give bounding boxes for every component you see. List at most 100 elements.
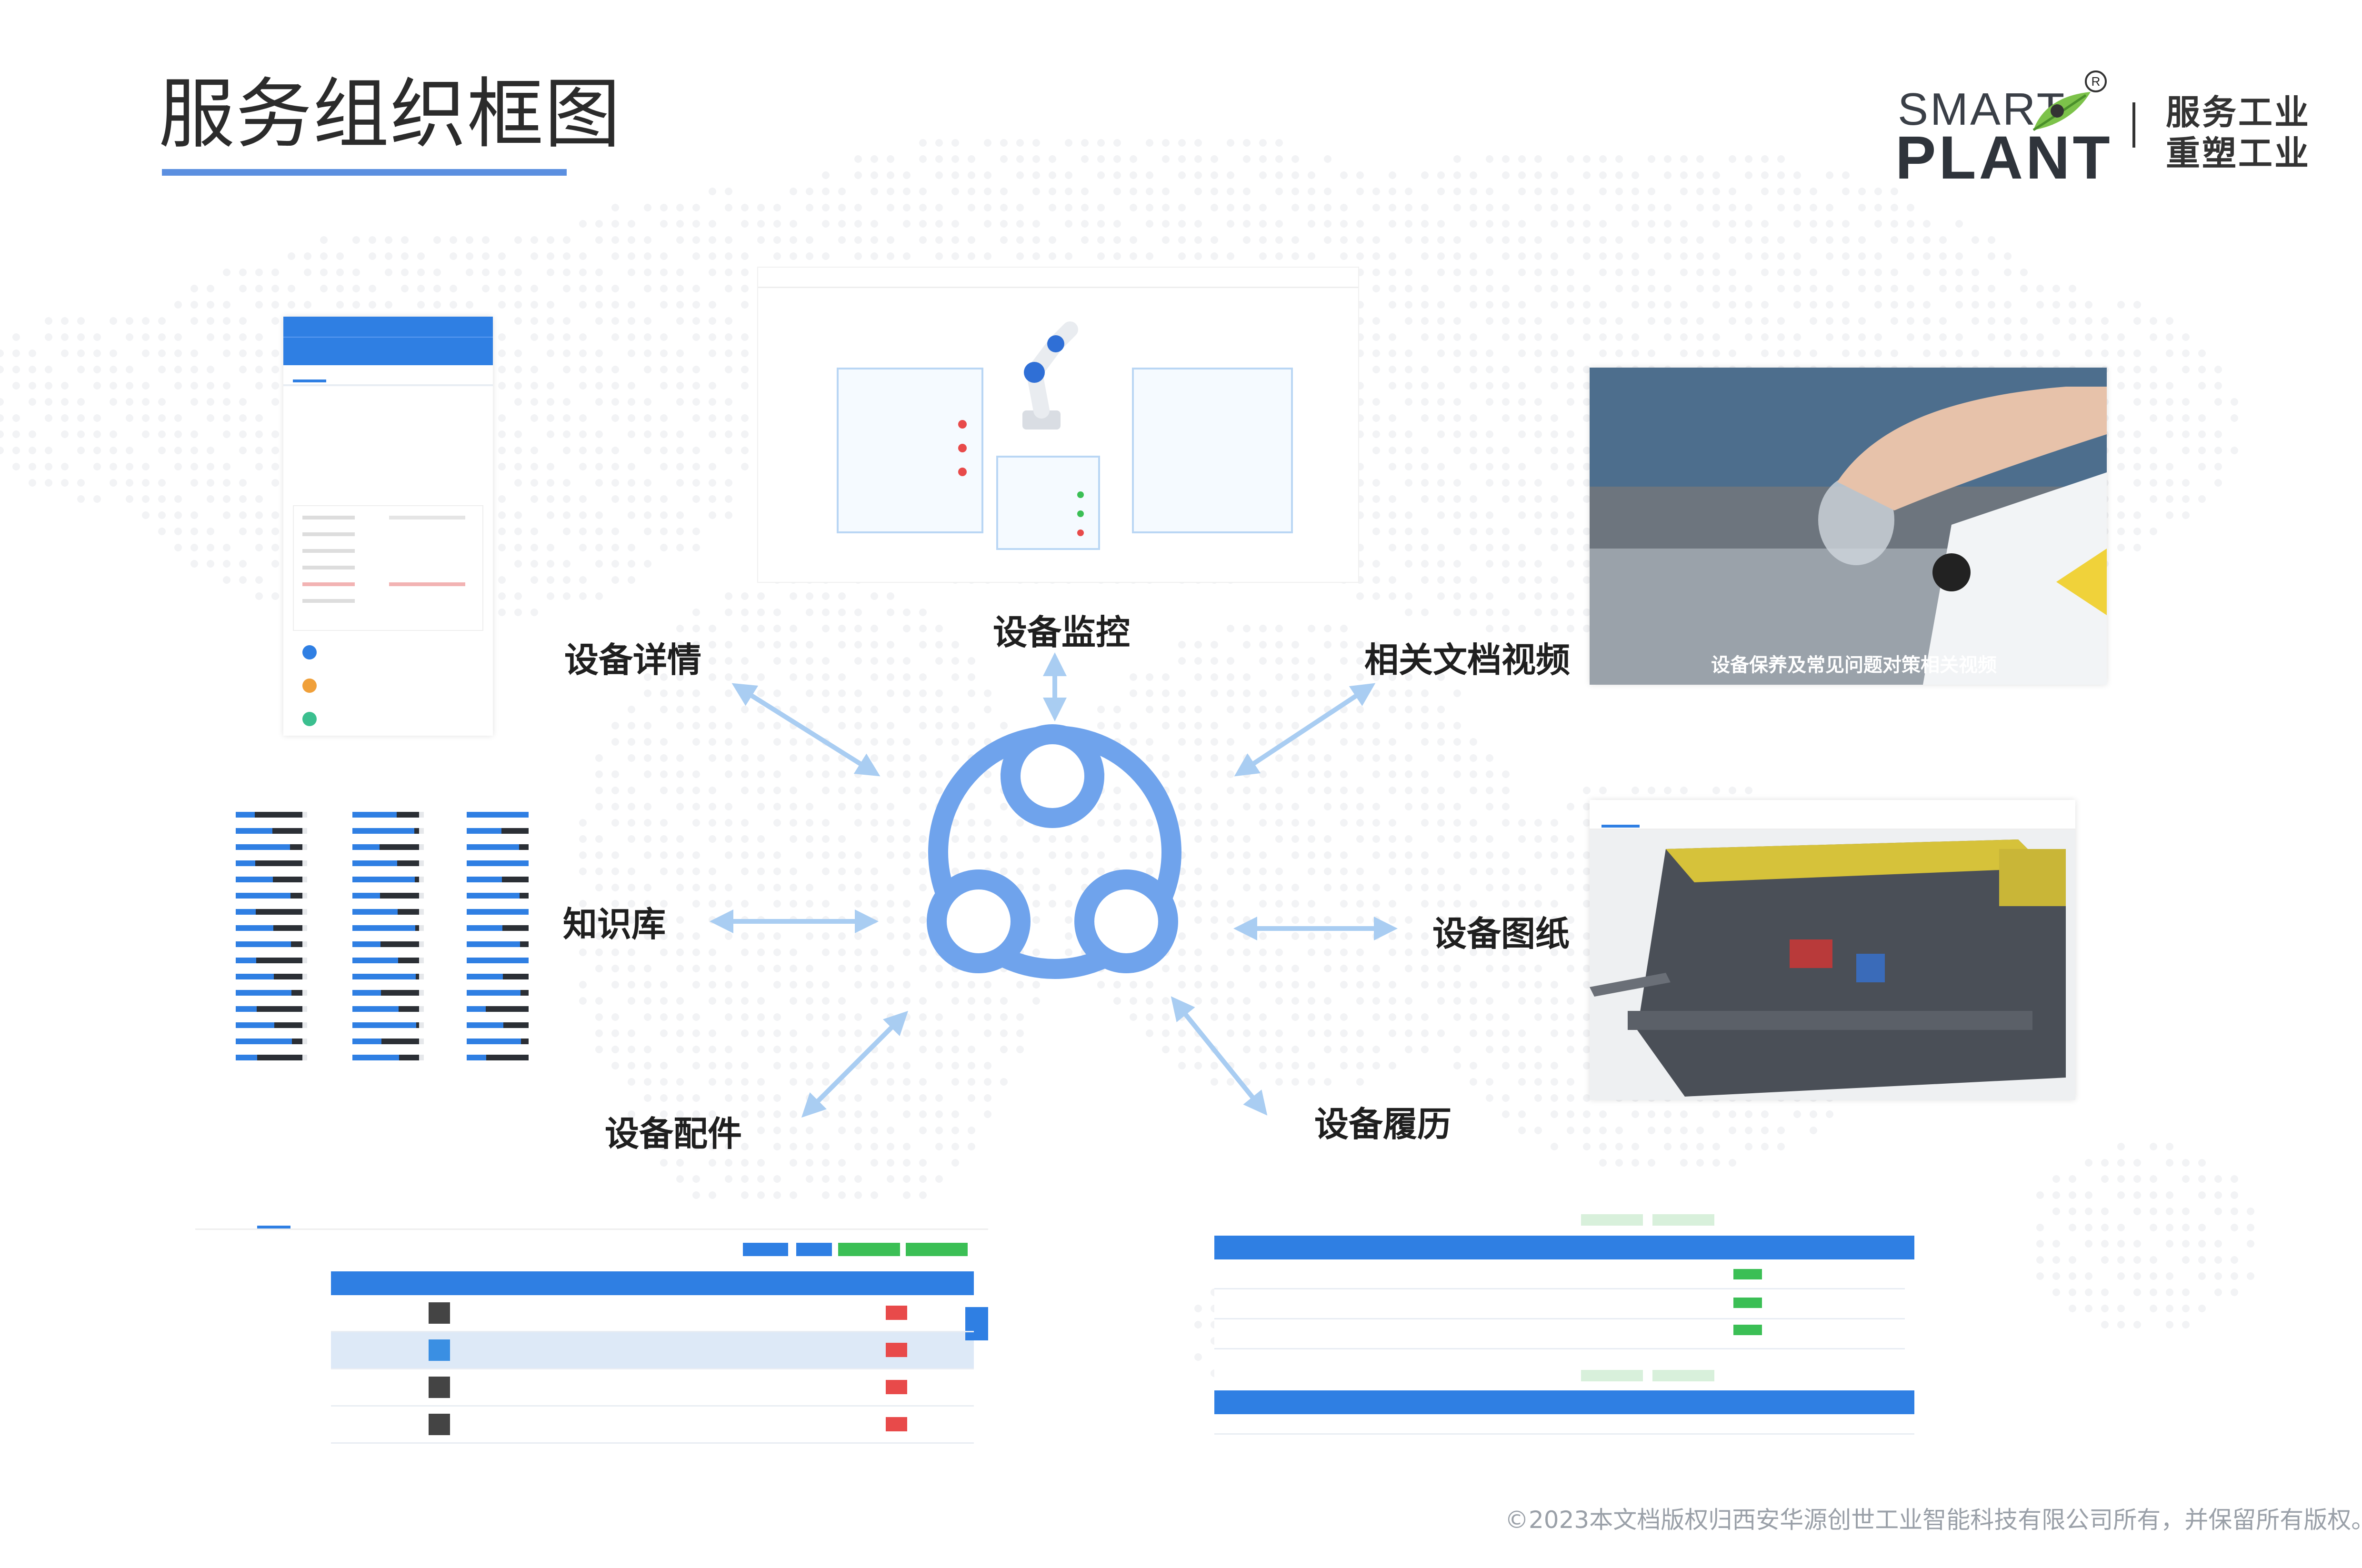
map-dot (369, 285, 376, 292)
map-dot (1372, 204, 1380, 211)
map-dot (1761, 301, 1769, 309)
map-dot (1275, 236, 1283, 244)
map-dot (692, 220, 700, 228)
map-dot (1712, 333, 1720, 341)
map-dot (1712, 285, 1720, 292)
map-dot (1194, 171, 1202, 179)
map-dot (1648, 317, 1655, 325)
map-dot (1113, 252, 1121, 260)
map-dot (2020, 269, 2028, 276)
map-dot (1194, 236, 1202, 244)
map-dot (29, 350, 36, 357)
map-dot (1842, 269, 1850, 276)
map-dot (1696, 155, 1704, 163)
map-dot (1097, 220, 1105, 228)
map-dot (1016, 171, 1024, 179)
map-dot (1939, 269, 1947, 276)
map-dot (1518, 171, 1526, 179)
map-dot (871, 188, 878, 195)
map-dot (1664, 333, 1671, 341)
map-dot (401, 269, 409, 276)
map-dot (1761, 252, 1769, 260)
map-dot (1421, 220, 1429, 228)
map-dot (1972, 269, 1979, 276)
map-dot (1275, 220, 1283, 228)
map-dot (320, 236, 328, 244)
map-dot (1486, 285, 1493, 292)
map-dot (1615, 204, 1623, 211)
map-dot (1534, 155, 1542, 163)
map-dot (1567, 155, 1574, 163)
map-dot (887, 204, 894, 211)
map-dot (1955, 220, 1963, 228)
map-dot (1534, 350, 1542, 357)
map-dot (887, 252, 894, 260)
map-dot (1470, 301, 1477, 309)
map-dot (1405, 317, 1412, 325)
map-dot (1810, 317, 1817, 325)
map-dot (935, 139, 943, 147)
map-dot (336, 301, 344, 309)
map-dot (1810, 236, 1817, 244)
map-dot (1955, 285, 1963, 292)
map-dot (773, 236, 781, 244)
map-dot (1437, 252, 1445, 260)
map-dot (1486, 236, 1493, 244)
map-dot (1243, 139, 1251, 147)
map-dot (158, 350, 166, 357)
map-dot (1049, 252, 1056, 260)
map-dot (255, 269, 263, 276)
map-dot (1097, 204, 1105, 211)
map-dot (806, 188, 813, 195)
map-dot (1227, 220, 1234, 228)
map-dot (1178, 220, 1186, 228)
map-dot (1405, 220, 1412, 228)
map-dot (757, 204, 765, 211)
map-dot (1696, 350, 1704, 357)
map-dot (1016, 204, 1024, 211)
map-dot (854, 204, 862, 211)
map-dot (1470, 350, 1477, 357)
map-dot (1081, 139, 1089, 147)
map-dot (1826, 171, 1833, 179)
map-dot (1389, 301, 1396, 309)
map-dot (1858, 333, 1866, 341)
map-dot (1502, 285, 1510, 292)
map-dot (1712, 252, 1720, 260)
map-dot (1453, 333, 1461, 341)
map-dot (2166, 317, 2173, 325)
map-dot (223, 333, 230, 341)
map-dot (1793, 252, 1801, 260)
map-dot (1356, 188, 1364, 195)
map-dot (1615, 269, 1623, 276)
label-knowledge-base: 知识库 (563, 904, 666, 944)
map-dot (2036, 301, 2044, 309)
map-dot (968, 252, 975, 260)
map-dot (709, 269, 716, 276)
map-dot (871, 236, 878, 244)
map-dot (1534, 317, 1542, 325)
map-dot (1470, 171, 1477, 179)
map-dot (1194, 252, 1202, 260)
map-dot (984, 139, 991, 147)
map-dot (1567, 236, 1574, 244)
map-dot (2036, 333, 2044, 341)
map-dot (2085, 333, 2092, 341)
map-dot (579, 269, 587, 276)
map-dot (1567, 301, 1574, 309)
map-dot (514, 269, 522, 276)
map-dot (2004, 252, 2012, 260)
map-dot (1729, 188, 1736, 195)
map-dot (1793, 269, 1801, 276)
map-dot (1437, 171, 1445, 179)
map-dot (919, 139, 927, 147)
map-dot (741, 252, 749, 260)
map-dot (1631, 285, 1639, 292)
map-dot (1405, 350, 1412, 357)
map-dot (239, 269, 247, 276)
map-dot (1405, 269, 1412, 276)
map-dot (935, 204, 943, 211)
map-dot (1826, 252, 1833, 260)
map-dot (2020, 333, 2028, 341)
map-dot (514, 317, 522, 325)
